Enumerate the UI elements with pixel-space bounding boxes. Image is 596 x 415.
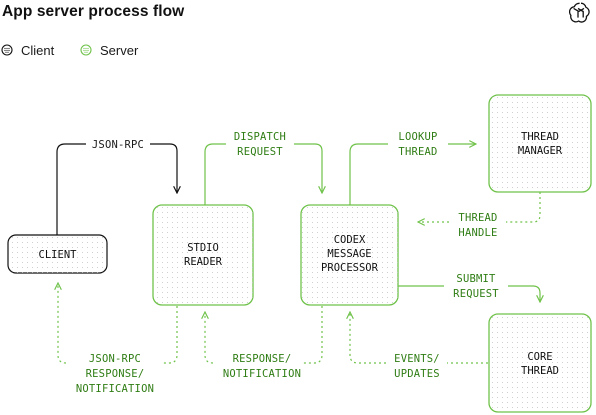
- edge-label-thread-handle-line-2: HANDLE: [458, 227, 497, 239]
- edge-label-events-line-2: UPDATES: [394, 368, 440, 380]
- edge-label-json-rpc-response-line-2: RESPONSE/: [86, 368, 145, 380]
- edge-label-json-rpc-response-line-1: JSON-RPC: [89, 353, 141, 365]
- dotted-circle-icon: [1, 44, 13, 56]
- dotted-circle-icon: [80, 44, 92, 56]
- edge-label-json-rpc: JSON-RPC: [92, 139, 144, 151]
- node-codex-message-processor: CODEX MESSAGE PROCESSOR: [300, 204, 399, 306]
- edge-label-events-line-1: EVENTS/: [394, 353, 440, 365]
- legend-client-label: Client: [21, 42, 55, 58]
- node-core-thread-line-2: THREAD: [521, 365, 559, 377]
- node-client-label: CLIENT: [39, 249, 78, 261]
- edge-label-response-notification-line-2: NOTIFICATION: [223, 368, 301, 380]
- node-client: CLIENT: [7, 234, 108, 274]
- edge-label-submit-line-1: SUBMIT: [456, 273, 496, 285]
- edge-response-notification: [205, 306, 323, 364]
- node-thread-manager-line-1: THREAD: [521, 131, 559, 143]
- edge-events-updates: [350, 312, 488, 364]
- node-stdio-line-2: READER: [184, 256, 223, 268]
- openai-logo-icon: [569, 2, 590, 23]
- edge-label-lookup-line-1: LOOKUP: [398, 131, 437, 143]
- node-codex-line-2: MESSAGE: [327, 248, 371, 260]
- edge-label-dispatch-line-1: DISPATCH: [234, 131, 286, 143]
- edge-json-rpc-response: [58, 283, 178, 364]
- node-core-thread: CORE THREAD: [488, 313, 592, 413]
- edge-thread-handle: [418, 192, 541, 222]
- edge-dispatch-request: [204, 143, 322, 205]
- node-thread-manager-line-2: MANAGER: [518, 145, 563, 157]
- edge-label-dispatch-line-2: REQUEST: [237, 146, 283, 158]
- node-codex-line-1: CODEX: [334, 234, 366, 246]
- edge-submit-request: [398, 285, 540, 302]
- page-title: App server process flow: [2, 3, 185, 20]
- legend-client: Client: [1, 42, 54, 58]
- edge-label-lookup-line-2: THREAD: [398, 146, 437, 158]
- node-codex-line-3: PROCESSOR: [321, 262, 379, 274]
- node-stdio-line-1: STDIO: [187, 242, 219, 254]
- edge-lookup-thread: [349, 144, 476, 205]
- edge-label-response-notification-line-1: RESPONSE/: [233, 353, 292, 365]
- node-core-thread-line-1: CORE: [527, 351, 552, 363]
- node-thread-manager: THREAD MANAGER: [488, 94, 592, 193]
- edge-label-json-rpc-response-line-3: NOTIFICATION: [76, 383, 154, 395]
- legend-server-label: Server: [100, 42, 139, 58]
- edge-label-submit-line-2: REQUEST: [453, 288, 499, 300]
- edge-label-thread-handle-line-1: THREAD: [458, 212, 497, 224]
- edge-json-rpc: [56, 143, 177, 236]
- node-stdio-reader: STDIO READER: [152, 204, 254, 306]
- legend-server: Server: [80, 42, 138, 58]
